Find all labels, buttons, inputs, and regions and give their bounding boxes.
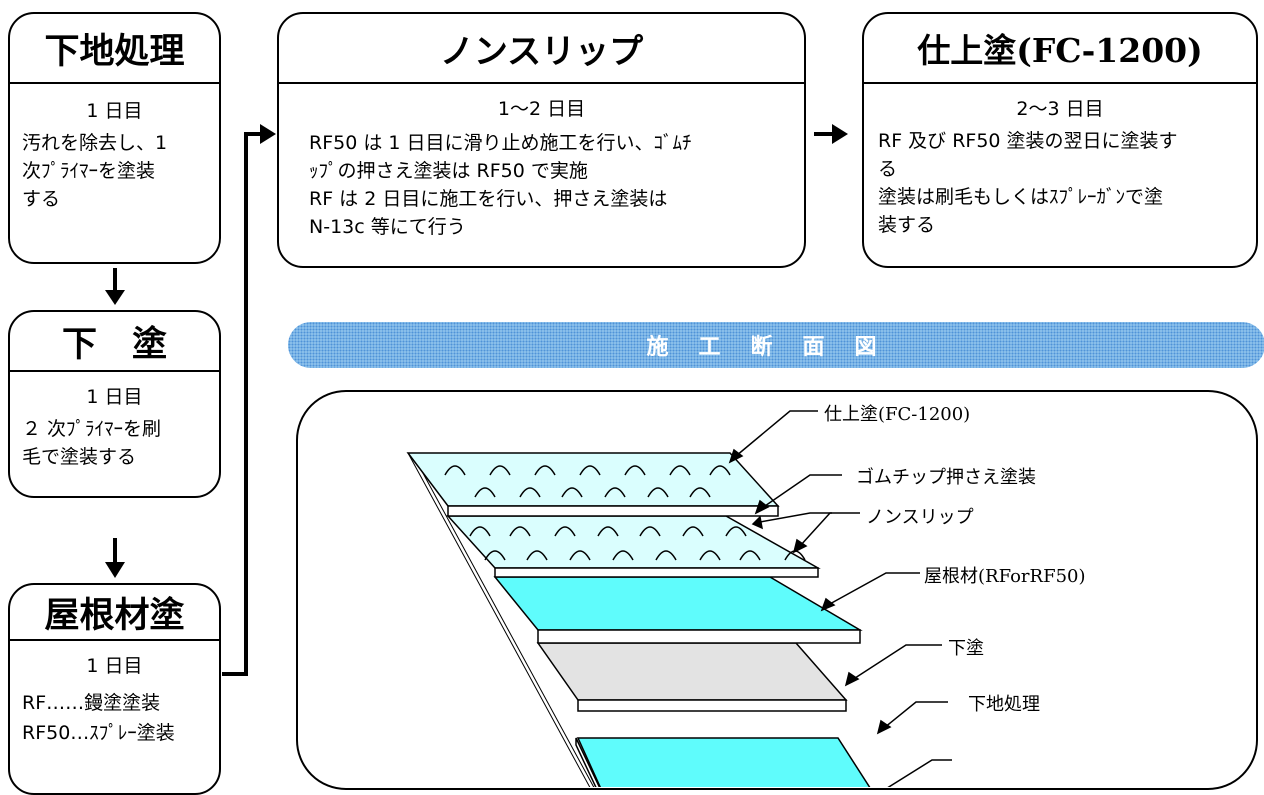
step-day: 1 日目 bbox=[86, 386, 143, 408]
arrow-down-icon bbox=[105, 268, 125, 305]
step-day: 1 日目 bbox=[86, 655, 143, 677]
step-line: 汚れを除去し、1 bbox=[22, 132, 168, 154]
step-day: 1 日目 bbox=[86, 100, 143, 122]
step-title: 下 塗 bbox=[10, 312, 219, 372]
step-line: 次ﾌﾟﾗｲﾏｰを塗装 bbox=[22, 160, 156, 182]
layer-base-treatment bbox=[575, 737, 871, 787]
step-line: 塗装は刷毛もしくはｽﾌﾟﾚｰｶﾞﾝで塗 bbox=[878, 186, 1164, 208]
step-line: RF50…ｽﾌﾟﾚｰ塗装 bbox=[22, 722, 175, 744]
step-day: 1〜2 日目 bbox=[497, 98, 586, 120]
layer-label-undercoat: 下塗 bbox=[948, 638, 984, 659]
step-box-topcoat: 仕上塗(FC-1200) 2〜3 日目 RF 及び RF50 塗装の翌日に塗装す… bbox=[862, 12, 1258, 268]
step-line: る bbox=[878, 158, 898, 180]
layer-label-topcoat: 仕上塗(FC-1200) bbox=[824, 404, 971, 425]
layer-label-rubber-chip: ゴムチップ押さえ塗装 bbox=[856, 467, 1036, 488]
step-description: RF……鏝塗塗装 RF50…ｽﾌﾟﾚｰ塗装 bbox=[10, 678, 219, 748]
step-title: 下地処理 bbox=[10, 14, 219, 84]
layer-undercoat bbox=[536, 642, 848, 712]
step-line: RF 及び RF50 塗装の翌日に塗装す bbox=[878, 130, 1178, 152]
step-description: RF50 は 1 日目に滑り止め施工を行い、ｺﾞﾑﾁ ｯﾌﾟの押さえ塗装は RF… bbox=[279, 121, 804, 241]
step-description: RF 及び RF50 塗装の翌日に塗装す る 塗装は刷毛もしくはｽﾌﾟﾚｰｶﾞﾝ… bbox=[864, 121, 1256, 239]
step-line: 装する bbox=[878, 214, 936, 236]
step-line: ｯﾌﾟの押さえ塗装は RF50 で実施 bbox=[309, 160, 588, 182]
layer-topcoat bbox=[406, 452, 780, 517]
step-description: ２ 次ﾌﾟﾗｲﾏｰを刷 毛で塗装する bbox=[10, 409, 219, 471]
step-box-roof-coating: 屋根材塗 1 日目 RF……鏝塗塗装 RF50…ｽﾌﾟﾚｰ塗装 bbox=[8, 583, 221, 795]
step-title: 屋根材塗 bbox=[10, 585, 219, 641]
step-line: ２ 次ﾌﾟﾗｲﾏｰを刷 bbox=[22, 418, 162, 440]
section-banner: 施工断面図 bbox=[288, 322, 1264, 368]
step-day: 2〜3 日目 bbox=[1016, 98, 1104, 120]
step-box-nonslip: ノンスリップ 1〜2 日目 RF50 は 1 日目に滑り止め施工を行い、ｺﾞﾑﾁ… bbox=[277, 12, 806, 268]
layer-roof-material bbox=[493, 576, 863, 644]
step-box-base-treatment: 下地処理 1 日目 汚れを除去し、1 次ﾌﾟﾗｲﾏｰを塗装 する bbox=[8, 12, 221, 264]
step-line: 毛で塗装する bbox=[22, 446, 137, 468]
step-description: 汚れを除去し、1 次ﾌﾟﾗｲﾏｰを塗装 する bbox=[10, 123, 219, 213]
step-line: RF50 は 1 日目に滑り止め施工を行い、ｺﾞﾑﾁ bbox=[309, 132, 692, 154]
step-line: RF……鏝塗塗装 bbox=[22, 692, 161, 714]
step-title: 仕上塗(FC-1200) bbox=[864, 14, 1256, 84]
layer-label-roof-material: 屋根材(RForRF50) bbox=[924, 566, 1086, 587]
arrow-down-icon bbox=[105, 538, 125, 578]
layer-label-base-treatment: 下地処理 bbox=[968, 694, 1040, 715]
step-title: ノンスリップ bbox=[279, 14, 804, 84]
layer-nonslip bbox=[446, 515, 821, 578]
connector-arrow-icon bbox=[222, 124, 276, 676]
step-line: N-13c 等にて行う bbox=[309, 216, 466, 238]
layer-label-nonslip: ノンスリップ bbox=[866, 507, 974, 528]
step-line: する bbox=[22, 188, 61, 210]
step-box-undercoat: 下 塗 1 日目 ２ 次ﾌﾟﾗｲﾏｰを刷 毛で塗装する bbox=[8, 310, 221, 498]
arrow-right-icon bbox=[814, 124, 848, 144]
step-line: RF は 2 日目に施工を行い、押さえ塗装は bbox=[309, 188, 668, 210]
